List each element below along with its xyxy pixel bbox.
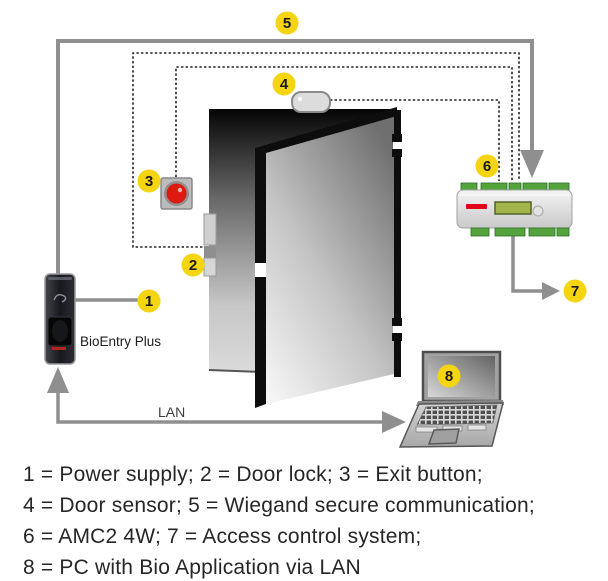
- marker-8: 8: [437, 364, 461, 388]
- door-sensor: [291, 91, 331, 113]
- svg-text:3: 3: [145, 173, 153, 190]
- exit-button: [160, 177, 193, 210]
- legend-line-4: 8 = PC with Bio Application via LAN: [23, 556, 361, 579]
- reader-logo-icon: [53, 293, 67, 303]
- access-system-arrowhead-icon: [542, 282, 560, 300]
- wiegand-line: [56, 39, 534, 275]
- door-front-top-edge: [255, 107, 397, 153]
- laptop: [398, 350, 504, 448]
- amc2-button: [532, 205, 544, 217]
- legend-line-1: 1 = Power supply; 2 = Door lock; 3 = Exi…: [23, 463, 483, 486]
- exit-button-dashed-line: [175, 66, 513, 181]
- marker-3: 3: [137, 169, 161, 193]
- door-lock-dashed-line: [132, 52, 520, 248]
- laptop-keyboard: [416, 404, 498, 426]
- laptop-touchpad: [427, 428, 460, 445]
- bosch-logo: [466, 204, 487, 209]
- marker-2: 2: [181, 253, 205, 277]
- svg-text:7: 7: [571, 283, 579, 300]
- lan-right-arrowhead-icon: [382, 411, 406, 433]
- legend: 1 = Power supply; 2 = Door lock; 3 = Exi…: [23, 459, 598, 581]
- access-control-diagram: LAN: [44, 11, 587, 448]
- door-lock: [203, 213, 217, 277]
- door-front-panel: [266, 113, 394, 404]
- door-sensor-dashed-line: [330, 99, 500, 181]
- access-system-line: [511, 234, 544, 293]
- svg-text:1: 1: [145, 293, 153, 310]
- legend-line-2: 4 = Door sensor; 5 = Wiegand secure comm…: [23, 494, 535, 517]
- marker-6: 6: [475, 154, 499, 178]
- marker-4: 4: [272, 72, 296, 96]
- door: [203, 107, 402, 408]
- svg-text:4: 4: [280, 76, 289, 93]
- lan-up-arrowhead-icon: [47, 367, 69, 393]
- svg-text:6: 6: [483, 158, 491, 175]
- marker-7: 7: [563, 279, 587, 303]
- door-front-right-edge: [394, 110, 401, 377]
- lan-line: [56, 391, 384, 424]
- svg-text:8: 8: [445, 368, 453, 385]
- amc2-lcd-display: [494, 201, 532, 215]
- wiegand-arrowhead-icon: [520, 150, 544, 178]
- suprema-logo: [52, 347, 66, 350]
- marker-5: 5: [275, 11, 299, 35]
- bioentry-label: BioEntry Plus: [80, 334, 161, 349]
- svg-text:2: 2: [189, 257, 197, 274]
- bioentry-reader: [44, 273, 76, 365]
- door-hinges: [392, 134, 402, 341]
- marker-1: 1: [137, 289, 161, 313]
- door-front-left-edge: [255, 148, 266, 408]
- svg-text:5: 5: [283, 15, 291, 32]
- amc2-controller: [456, 182, 573, 237]
- amc2-bottom-terminals: [470, 227, 570, 237]
- lan-label: LAN: [158, 404, 185, 420]
- legend-line-3: 6 = AMC2 4W; 7 = Access control system;: [23, 525, 422, 548]
